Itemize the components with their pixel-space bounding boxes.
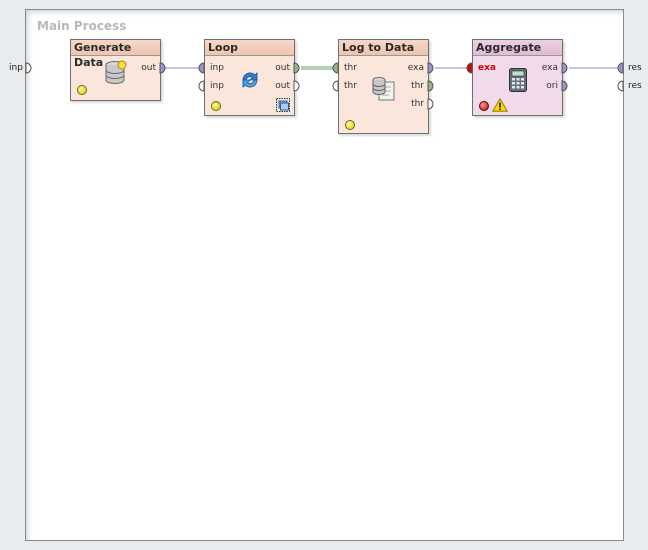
loop-out-port-1[interactable] [293,62,300,74]
aggregate-in-port-error[interactable] [466,62,473,74]
status-indicator-red [479,101,489,111]
output-port-label-1: out [275,63,290,73]
process-result-port-label-2: res [628,81,642,91]
database-icon [105,60,127,84]
operator-log-to-data[interactable]: Log to Data thr thr exa thr thr [338,39,429,134]
operator-title: Generate Data [71,40,160,69]
process-input-port-label: inp [9,63,23,73]
loop-arrows-icon [242,72,258,88]
status-indicator-yellow [345,120,355,130]
status-indicator-yellow [77,85,87,95]
generate-out-port[interactable] [159,62,166,74]
loop-in-port-2[interactable] [198,80,205,92]
operator-title: Loop [205,40,294,56]
input-port-label-1: thr [344,63,357,73]
output-port-label-3: thr [411,99,424,109]
operator-title: Aggregate [473,40,562,56]
status-indicator-yellow [211,101,221,111]
operator-generate-data[interactable]: Generate Data out [70,39,161,101]
output-port-label-1: exa [541,63,558,73]
warning-icon[interactable] [492,98,508,112]
output-port-label: out [141,63,156,73]
log-out-port-1[interactable] [427,62,434,74]
subprocess-icon[interactable] [276,98,290,112]
log-out-port-2[interactable] [427,80,434,92]
process-result-port-label-1: res [628,63,642,73]
output-port-label-2: thr [411,81,424,91]
aggregate-out-port-1[interactable] [561,62,568,74]
loop-out-port-2[interactable] [293,80,300,92]
operator-aggregate[interactable]: Aggregate exa exa ori [472,39,563,116]
operator-title: Log to Data [339,40,428,56]
process-result-port-2[interactable] [617,80,624,92]
output-port-label-1: exa [407,63,424,73]
log-in-port-2[interactable] [332,80,339,92]
loop-in-port-1[interactable] [198,62,205,74]
log-document-icon [372,77,395,101]
input-port-label-error: exa [478,63,496,73]
process-title: Main Process [37,19,127,33]
output-port-label-2: ori [546,81,558,91]
process-result-port-1[interactable] [617,62,624,74]
input-port-label-1: inp [210,63,224,73]
aggregate-out-port-2[interactable] [561,80,568,92]
input-port-label-2: inp [210,81,224,91]
output-port-label-2: out [275,81,290,91]
operator-loop[interactable]: Loop inp inp out out [204,39,295,116]
log-in-port-1[interactable] [332,62,339,74]
process-input-port[interactable] [25,62,32,74]
calculator-icon [509,68,527,92]
log-out-port-3[interactable] [427,98,434,110]
input-port-label-2: thr [344,81,357,91]
